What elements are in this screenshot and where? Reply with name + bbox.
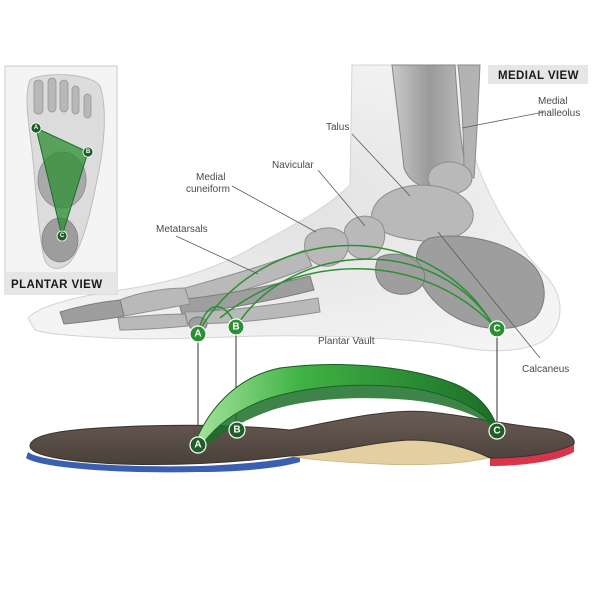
navicular-bone [343,215,386,260]
point-c-lower: C [488,422,506,440]
label-navicular: Navicular [272,160,314,171]
plantar-toes [33,77,92,119]
fibula-bone [457,64,481,179]
plantar-view-inset: A B C PLANTAR VIEW [4,65,118,295]
phalanx-3-bone [117,313,189,331]
svg-text:A: A [194,440,201,451]
svg-text:C: C [493,426,500,437]
talus-bone [371,184,474,242]
plantar-tripod-triangle [35,127,89,238]
plantar-view-title: PLANTAR VIEW [11,279,102,291]
plantar-point-a: A [30,122,42,134]
label-medial-malleolus-1: Medial [538,96,567,107]
svg-text:C: C [493,324,500,335]
point-a-upper: A [189,325,207,343]
point-b-upper: B [227,318,245,336]
phalanx-1-bone [119,287,191,317]
svg-text:C: C [60,233,65,239]
medial-view-badge [488,65,588,84]
insole [26,410,575,473]
svg-text:A: A [194,329,201,340]
label-medial-cuneiform-2: cuneiform [186,184,230,195]
insole-heel-red [490,444,574,466]
label-calcaneus: Calcaneus [522,364,569,375]
point-b-lower: B [228,421,246,439]
svg-text:B: B [233,425,240,436]
foot-skeleton [59,64,545,332]
svg-text:B: B [86,149,91,155]
insole-side-blue [26,452,300,473]
label-medial-malleolus-2: malleolus [538,108,580,119]
plantar-point-b: B [82,146,94,158]
label-plantar-vault: Plantar Vault [318,336,375,347]
svg-text:B: B [232,322,239,333]
arc-a-to-c [197,244,497,334]
svg-text:A: A [34,125,39,131]
arch-support-underside [204,385,498,444]
medial-view-title: MEDIAL VIEW [498,70,579,82]
arc-inner [219,268,495,327]
plantar-view-badge [5,272,117,294]
label-metatarsals: Metatarsals [156,224,208,235]
leader-lines [175,111,545,359]
plantar-point-c: C [56,230,68,242]
label-talus: Talus [326,122,349,133]
arc-b-to-c [235,258,497,331]
point-c-upper: C [488,320,506,338]
label-medial-cuneiform-1: Medial [196,172,225,183]
point-a-lower: A [189,436,207,454]
phalanx-2-bone [59,299,125,325]
metatarsal-2-bone [177,275,315,315]
